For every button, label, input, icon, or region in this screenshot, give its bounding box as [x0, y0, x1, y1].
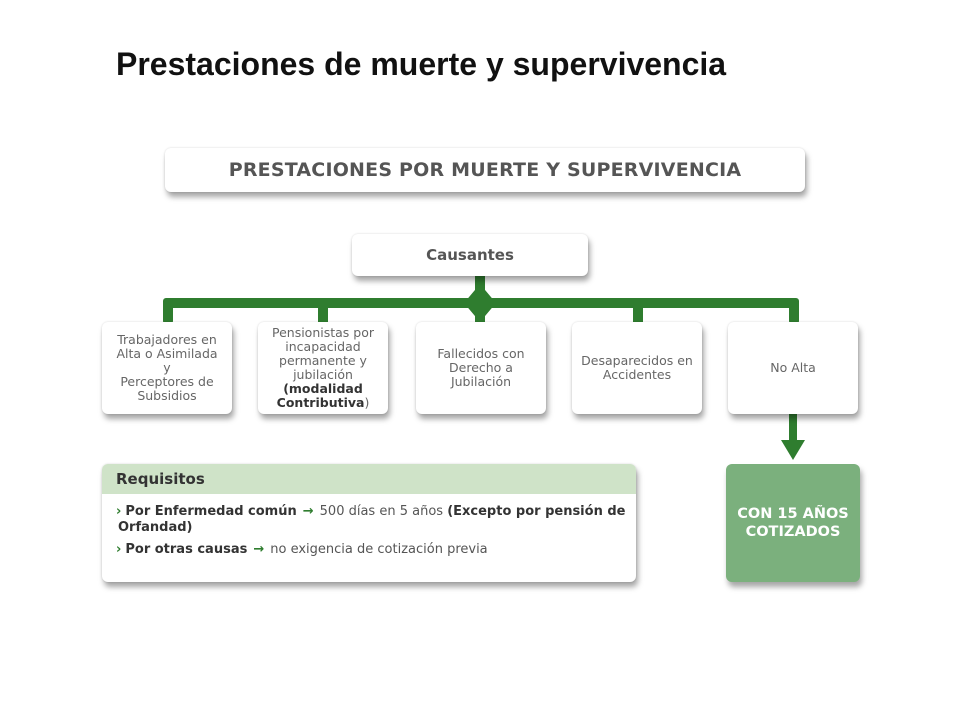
leaf-line: Desaparecidos en	[581, 353, 693, 368]
leaf-line: incapacidad	[285, 339, 361, 354]
requirements-panel: Requisitos ›Por Enfermedad común→500 día…	[102, 464, 636, 582]
requirement-item-2: ›Por otras causas → no exigencia de cotiza…	[116, 542, 488, 558]
causantes-node: Causantes	[352, 234, 588, 276]
connector-down-shaft	[789, 414, 797, 444]
connector-drop-2	[318, 298, 328, 324]
chevron-right-icon: ›	[116, 542, 122, 557]
leaf-line: Trabajadores en	[117, 332, 217, 347]
requirement-note: (Excepto por pensión de	[447, 504, 626, 519]
leaf-pensionistas: Pensionistas por incapacidad permanente …	[258, 322, 388, 414]
requirement-note: Orfandad)	[118, 520, 193, 535]
leaf-line: Contributiva)	[272, 396, 374, 410]
cotizados-line: COTIZADOS	[745, 524, 841, 540]
requirement-key: Por otras causas	[125, 542, 248, 557]
requirements-title: Requisitos	[102, 464, 636, 494]
leaf-line: Alta o Asimilada	[116, 346, 218, 361]
leaf-line: Derecho a	[449, 360, 513, 375]
leaf-tail: )	[364, 395, 370, 410]
leaf-fallecidos: Fallecidos con Derecho a Jubilación	[416, 322, 546, 414]
leaf-line: y	[163, 360, 171, 375]
leaf-line: Accidentes	[602, 367, 672, 382]
leaf-line: (modalidad	[272, 382, 374, 396]
leaf-line: Perceptores de	[120, 374, 214, 389]
cotizados-box: CON 15 AÑOS COTIZADOS	[726, 464, 860, 582]
slide-title: Prestaciones de muerte y supervivencia	[116, 46, 727, 82]
requirement-value: 500 días en 5 años	[319, 504, 444, 519]
connector-drop-1	[163, 298, 173, 324]
leaf-line: No Alta	[770, 360, 816, 375]
leaf-line: Pensionistas por	[271, 325, 374, 340]
leaf-line: Fallecidos con	[437, 346, 525, 361]
cotizados-line: CON 15 AÑOS	[737, 506, 849, 522]
leaf-bold-text: (modalidad	[283, 381, 363, 396]
connector-down-arrowhead	[781, 440, 805, 460]
leaf-line: jubilación	[293, 367, 353, 382]
arrow-right-icon: →	[302, 504, 314, 519]
requirement-key: Por Enfermedad común	[125, 504, 297, 519]
diagram-header: PRESTACIONES POR MUERTE Y SUPERVIVENCIA	[165, 148, 805, 192]
arrow-right-icon: →	[253, 542, 265, 557]
connector-drop-5	[789, 298, 799, 324]
requirement-value: no exigencia de cotización previa	[270, 542, 488, 557]
connector-drop-4	[633, 298, 643, 324]
leaf-trabajadores: Trabajadores en Alta o Asimilada y Perce…	[102, 322, 232, 414]
connector-drop-3	[475, 298, 485, 324]
leaf-line: Jubilación	[450, 374, 512, 389]
leaf-desaparecidos: Desaparecidos en Accidentes	[572, 322, 702, 414]
leaf-line: Subsidios	[137, 388, 197, 403]
chevron-right-icon: ›	[116, 504, 122, 519]
leaf-line: permanente y	[279, 353, 367, 368]
leaf-no-alta: No Alta	[728, 322, 858, 414]
requirement-item-1: ›Por Enfermedad común → 500 días en 5 años…	[116, 504, 625, 536]
leaf-bold-text: Contributiva	[276, 395, 365, 410]
